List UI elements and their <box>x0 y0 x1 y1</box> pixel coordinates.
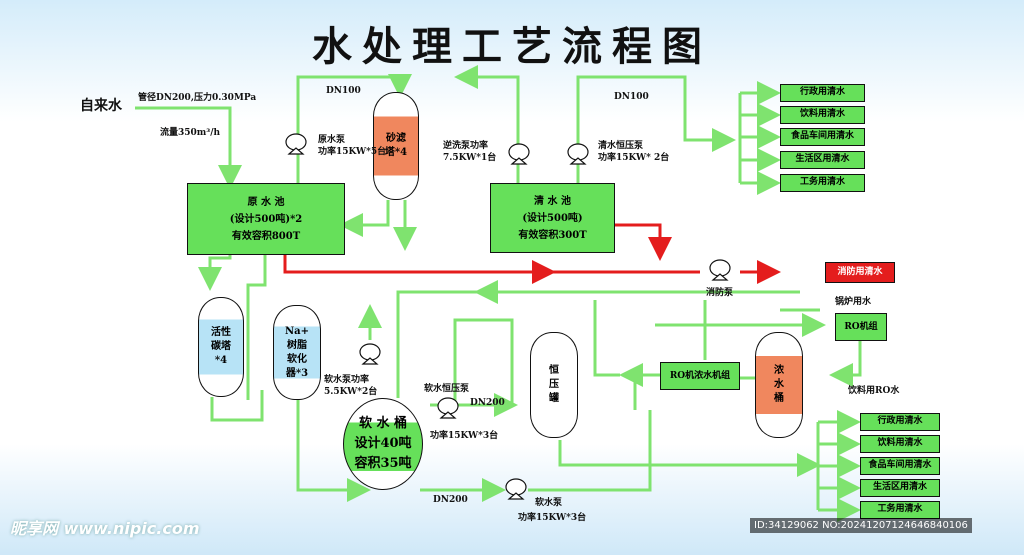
soft-pump-bottom-icon <box>505 478 527 500</box>
raw-pump-power: 功率15KW*5台 <box>318 147 387 157</box>
ro-unit: RO机组 <box>835 313 887 341</box>
resin-line2: 树脂 <box>287 339 307 351</box>
top-output-engineering: 工务用清水 <box>780 174 865 192</box>
soft-const-pump-name: 软水恒压泵 <box>424 384 470 394</box>
pipe-label-dn100-left: DN100 <box>326 86 361 96</box>
resin-line4: 器*3 <box>285 367 309 379</box>
bottom-output-admin: 行政用清水 <box>860 413 940 431</box>
boiler-water-label: 锅炉用水 <box>835 297 872 307</box>
bottom-output-beverage: 饮料用清水 <box>860 435 940 453</box>
bottom-output-engineering: 工务用清水 <box>860 501 940 519</box>
soft-pump-bottom-power: 功率15KW*3台 <box>518 513 587 523</box>
image-id: ID:34129062 NO:20241207124646840106 <box>750 518 972 533</box>
clean-pool-capacity: 有效容积300T <box>518 229 587 241</box>
inlet-spec-pressure: 管径DN200,压力0.30MPa <box>138 93 257 103</box>
raw-pool-capacity: 有效容积800T <box>231 230 301 242</box>
resin-line3: 软化 <box>287 353 307 365</box>
clean-water-pump-icon <box>567 143 589 165</box>
fire-pump-label: 消防泵 <box>706 288 734 298</box>
raw-pump-label: 原水泵功率15KW*5台 <box>318 134 386 158</box>
clean-pool-design: (设计500吨) <box>522 212 583 224</box>
top-output-admin: 行政用清水 <box>780 84 865 102</box>
const-tank-line1: 恒 <box>549 365 559 376</box>
sand-filter-tower: 砂滤 塔*4 <box>373 92 419 200</box>
inlet-label: 自来水 <box>80 98 122 114</box>
soft-bucket-line3: 容积35吨 <box>354 456 412 471</box>
backwash-pump-label: 逆洗泵功率 7.5KW*1台 <box>443 140 496 164</box>
raw-water-pool: 原 水 池 (设计500吨)*2 有效容积800T <box>187 183 345 255</box>
backwash-pump-name: 逆洗泵功率 <box>443 141 489 151</box>
watermark: 昵享网 www.nipic.com <box>10 519 200 538</box>
soft-const-pump-power: 功率15KW*3台 <box>430 431 499 441</box>
raw-water-pump-icon <box>285 133 307 155</box>
clean-pump-label: 清水恒压泵功率15KW* 2台 <box>598 140 669 164</box>
soft-pump-left-label: 软水泵功率 5.5KW*2台 <box>324 374 377 398</box>
soft-const-pump-icon <box>437 397 459 419</box>
clean-pump-name: 清水恒压泵 <box>598 141 644 151</box>
top-output-beverage: 饮料用清水 <box>780 106 865 124</box>
clean-pump-power: 功率15KW* 2台 <box>598 153 670 163</box>
bottom-output-living-area: 生活区用清水 <box>860 479 940 497</box>
raw-pool-name: 原 水 池 <box>247 196 285 208</box>
inlet-spec-flow: 流量350m³/h <box>160 128 221 138</box>
ro-drinking-water-label: 饮料用RO水 <box>848 386 900 396</box>
pipe-label-dn200-mid: DN200 <box>470 398 505 408</box>
backwash-pump-power: 7.5KW*1台 <box>443 153 497 163</box>
conc-tank-line3: 桶 <box>774 393 784 404</box>
soft-bucket-line1: 软 水 桶 <box>358 416 408 431</box>
concentrate-water-tank: 浓 水 桶 <box>755 332 803 438</box>
sand-tower-line1: 砂滤 <box>386 133 406 144</box>
backwash-pump-icon <box>508 143 530 165</box>
fire-water-box: 消防用清水 <box>825 262 895 283</box>
sand-tower-line2: 塔*4 <box>384 147 408 158</box>
soft-water-bucket: 软 水 桶 设计40吨 容积35吨 <box>343 398 423 490</box>
const-tank-line3: 罐 <box>549 393 559 404</box>
soft-pump-left-name: 软水泵功率 <box>324 375 370 385</box>
na-resin-softener: Na+ 树脂 软化 器*3 <box>273 305 321 400</box>
top-output-living-area: 生活区用清水 <box>780 151 865 169</box>
const-tank-line2: 压 <box>549 379 559 390</box>
carbon-tower-line1: 活性 <box>211 327 231 338</box>
carbon-tower-line3: *4 <box>214 355 228 366</box>
resin-line1: Na+ <box>285 325 309 337</box>
clean-water-pool: 清 水 池 (设计500吨) 有效容积300T <box>490 183 615 253</box>
bottom-output-food-workshop: 食品车间用清水 <box>860 457 940 475</box>
clean-pool-name: 清 水 池 <box>534 195 571 207</box>
activated-carbon-tower: 活性 碳塔 *4 <box>198 297 244 397</box>
constant-pressure-tank: 恒 压 罐 <box>530 332 578 438</box>
fire-pump-icon <box>709 259 731 281</box>
soft-pump-left-power: 5.5KW*2台 <box>324 387 378 397</box>
page-title: 水处理工艺流程图 <box>312 23 712 70</box>
raw-pool-design: (设计500吨)*2 <box>229 213 303 225</box>
pipe-label-dn200-bottom: DN200 <box>433 495 468 505</box>
soft-pump-bottom-name: 软水泵 <box>535 498 563 508</box>
conc-tank-line1: 浓 <box>774 365 784 376</box>
soft-pump-left-icon <box>359 343 381 365</box>
top-output-food-workshop: 食品车间用清水 <box>780 128 865 146</box>
soft-bucket-line2: 设计40吨 <box>354 436 412 451</box>
pipe-label-dn100-right: DN100 <box>614 92 649 102</box>
carbon-tower-line2: 碳塔 <box>211 341 231 352</box>
conc-tank-line2: 水 <box>774 379 784 390</box>
ro-concentrate-unit: RO机浓水机组 <box>660 362 740 390</box>
raw-pump-name: 原水泵 <box>318 135 346 145</box>
